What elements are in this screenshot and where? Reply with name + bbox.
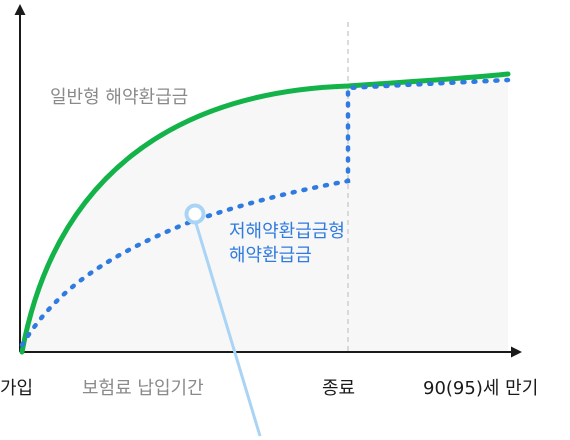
x-axis-maturity-label: 90(95)세 만기	[423, 378, 539, 399]
low-refund-label-line2: 해약환급금	[229, 245, 312, 267]
general-curve-area	[22, 74, 508, 352]
general-curve-label: 일반형 해약환급금	[50, 87, 189, 108]
x-axis-end-label: 종료	[322, 378, 356, 399]
pointer-line	[193, 219, 262, 437]
general-refund-curve	[19, 71, 511, 355]
low-refund-label-line1: 저해약환급금형	[229, 221, 345, 242]
y-axis-arrow	[14, 4, 26, 15]
x-axis-origin-label: 가입	[0, 378, 34, 399]
x-axis-period-label: 보험료 납입기간	[82, 378, 204, 399]
low-refund-curve	[19, 77, 511, 348]
low-refund-curve-label: 저해약환급금형 해약환급금	[229, 220, 345, 269]
pointer-marker	[184, 203, 206, 225]
x-axis-arrow	[511, 346, 522, 358]
